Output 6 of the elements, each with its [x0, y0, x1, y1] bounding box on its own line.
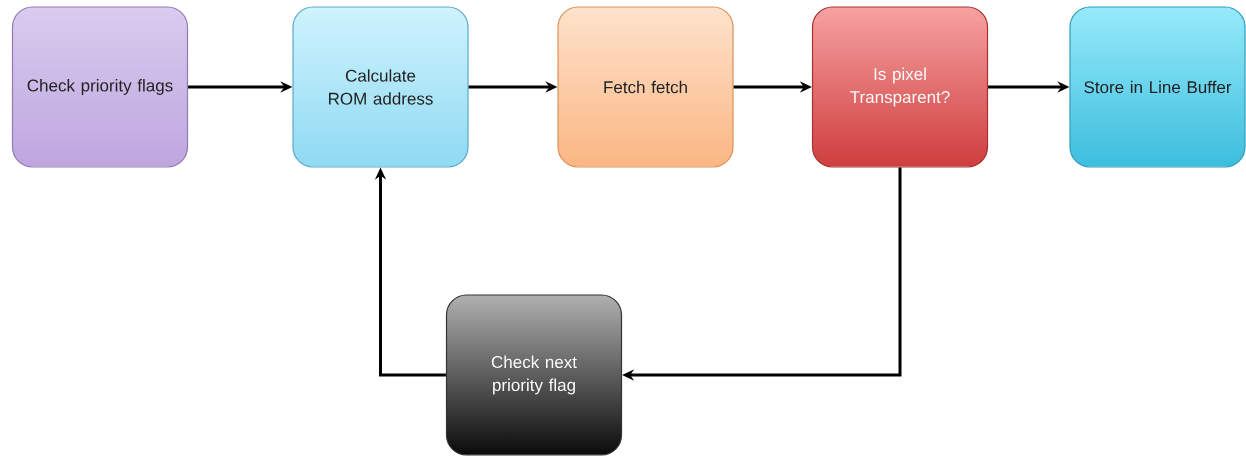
process-box: Calculate ROM address: [292, 6, 469, 168]
process-box: Check next priority flag: [445, 294, 623, 456]
process-box: Fetch fetch: [557, 6, 734, 168]
process-box: Store in Line Buffer: [1069, 6, 1246, 168]
process-box: Is pixel Transparent?: [811, 6, 989, 168]
process-box: Check priority flags: [11, 6, 189, 168]
